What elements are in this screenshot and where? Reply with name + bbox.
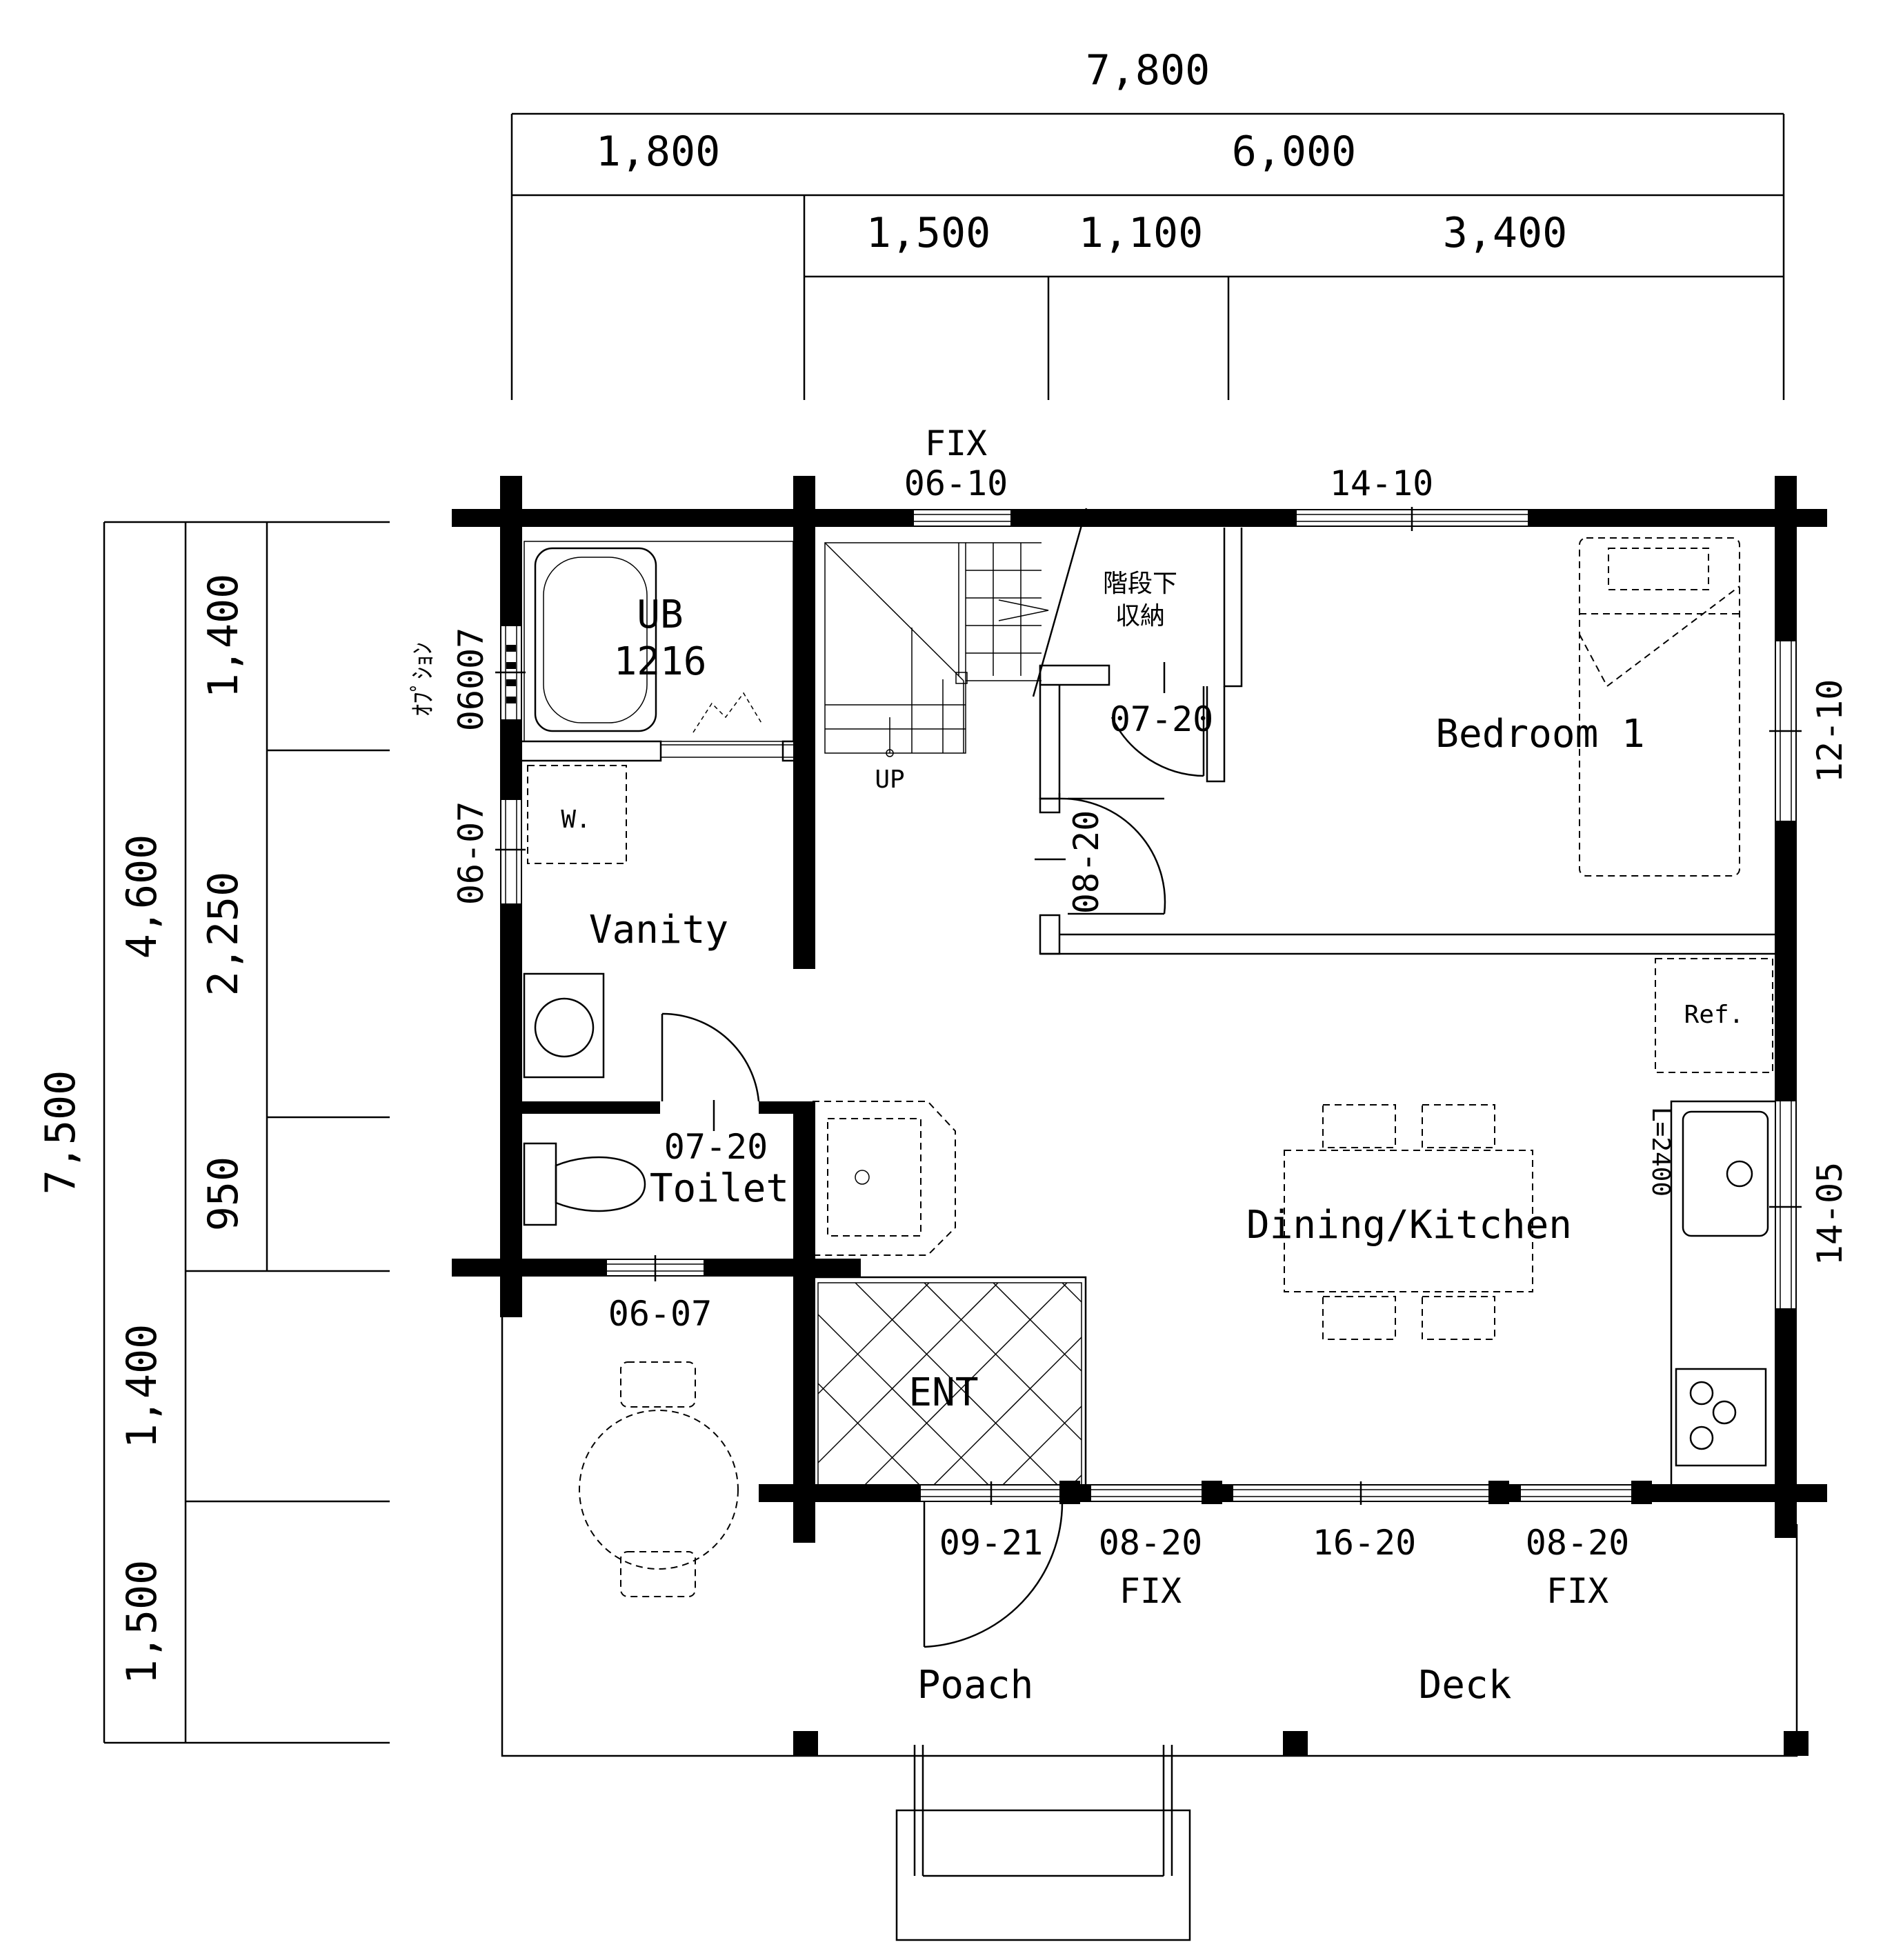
entry-sink-cabinet	[813, 1101, 956, 1256]
top-dimensions: 7,800 1,800 6,000 1,500 1,100 3,400	[510, 46, 1785, 400]
dim-top-overall: 7,800	[1086, 46, 1210, 94]
window-top-bedroom-label: 14-10	[1330, 463, 1434, 503]
stair-up-label: UP	[875, 766, 904, 794]
dining-kitchen-label: Dining/Kitchen	[1246, 1203, 1572, 1248]
toilet-label: Toilet	[650, 1166, 789, 1211]
porch-label: Poach	[917, 1663, 1034, 1708]
kitchen-counter: L=2400	[1646, 1100, 1780, 1489]
staircase: UP	[824, 508, 1088, 794]
deck-post	[1784, 1731, 1809, 1756]
dim-left-1400-lower: 1,400	[118, 1324, 166, 1449]
dim-left-4600: 4,600	[118, 834, 166, 959]
washer	[527, 765, 627, 864]
bed	[1579, 537, 1740, 877]
stair-storage-label-2: 収納	[1115, 602, 1165, 630]
door-toilet-label: 07-20	[664, 1127, 768, 1167]
deck-outline	[501, 1310, 1809, 1757]
window-right-bedroom-label: 12-10	[1810, 679, 1850, 783]
window-left-option-label-2: 06007	[451, 628, 491, 732]
dim-left-overall: 7,500	[37, 1070, 85, 1195]
deck-label: Deck	[1419, 1663, 1512, 1708]
dining-table	[1284, 1104, 1533, 1340]
window-front-fix-right-label-1: 08-20	[1526, 1523, 1630, 1563]
dim-top-1800: 1,800	[596, 128, 721, 176]
door-front-label: 09-21	[939, 1523, 1044, 1563]
bedroom-walls	[1039, 528, 1775, 955]
ub-label-1: UB	[637, 592, 683, 637]
vanity-label: Vanity	[589, 908, 728, 952]
door-stair-storage-label: 07-20	[1110, 699, 1214, 739]
dim-top-1100: 1,100	[1079, 209, 1204, 257]
window-top-fix-label-2: 06-10	[904, 463, 1008, 503]
window-right-kitchen-label: 14-05	[1810, 1162, 1850, 1266]
vanity-sink	[523, 972, 605, 1079]
washer-label: W.	[561, 806, 590, 834]
dim-left-1500: 1,500	[118, 1560, 166, 1685]
door-bedroom-label: 08-20	[1066, 810, 1106, 914]
window-front-fix-left-label-2: FIX	[1119, 1571, 1182, 1611]
deck-post	[1283, 1731, 1308, 1756]
stair-storage-label-1: 階段下	[1103, 570, 1177, 598]
counter-length-label: L=2400	[1646, 1107, 1675, 1197]
dim-left-950: 950	[199, 1157, 248, 1231]
refrigerator-label: Ref.	[1684, 1001, 1744, 1029]
deck-post	[793, 1731, 818, 1756]
dim-top-6000: 6,000	[1232, 128, 1357, 176]
dim-top-1500: 1,500	[866, 209, 991, 257]
room-labels: 階段下 収納 Bedroom 1 Vanity Toilet Dining/Ki…	[589, 570, 1645, 1708]
entrance-label: ENT	[908, 1370, 978, 1415]
refrigerator	[1655, 958, 1773, 1073]
window-front-fix-left-label-1: 08-20	[1099, 1523, 1203, 1563]
doors	[661, 686, 1205, 1648]
unit-bath: UB 1216	[524, 541, 794, 742]
left-dimensions: 7,500 4,600 1,400 1,500 1,400 2,250 950	[37, 521, 390, 1744]
toilet-fixture	[523, 1142, 646, 1226]
window-front-fix-right-label-2: FIX	[1546, 1571, 1608, 1611]
bedroom-label: Bedroom 1	[1435, 712, 1644, 757]
window-openings	[495, 507, 1802, 1505]
opening-labels: FIX 06-10 14-10 12-10 14-05 ｵﾌﾟｼｮﾝ 06007…	[409, 423, 1850, 1611]
dim-top-3400: 3,400	[1443, 209, 1568, 257]
log-corners	[452, 476, 1827, 1535]
ub-label-2: 1216	[614, 639, 707, 684]
window-top-fix-label-1: FIX	[925, 423, 987, 463]
dim-left-2250: 2,250	[199, 872, 248, 997]
porch-table-set	[579, 1361, 739, 1597]
window-left-option-label-1: ｵﾌﾟｼｮﾝ	[409, 642, 437, 717]
dim-left-1400-upper: 1,400	[199, 574, 248, 699]
window-front-center-label: 16-20	[1313, 1523, 1417, 1563]
entry-steps	[895, 1745, 1191, 1941]
window-left-vanity-label: 06-07	[451, 801, 491, 906]
bath-partition	[509, 740, 798, 762]
window-toilet-label: 06-07	[608, 1294, 713, 1334]
